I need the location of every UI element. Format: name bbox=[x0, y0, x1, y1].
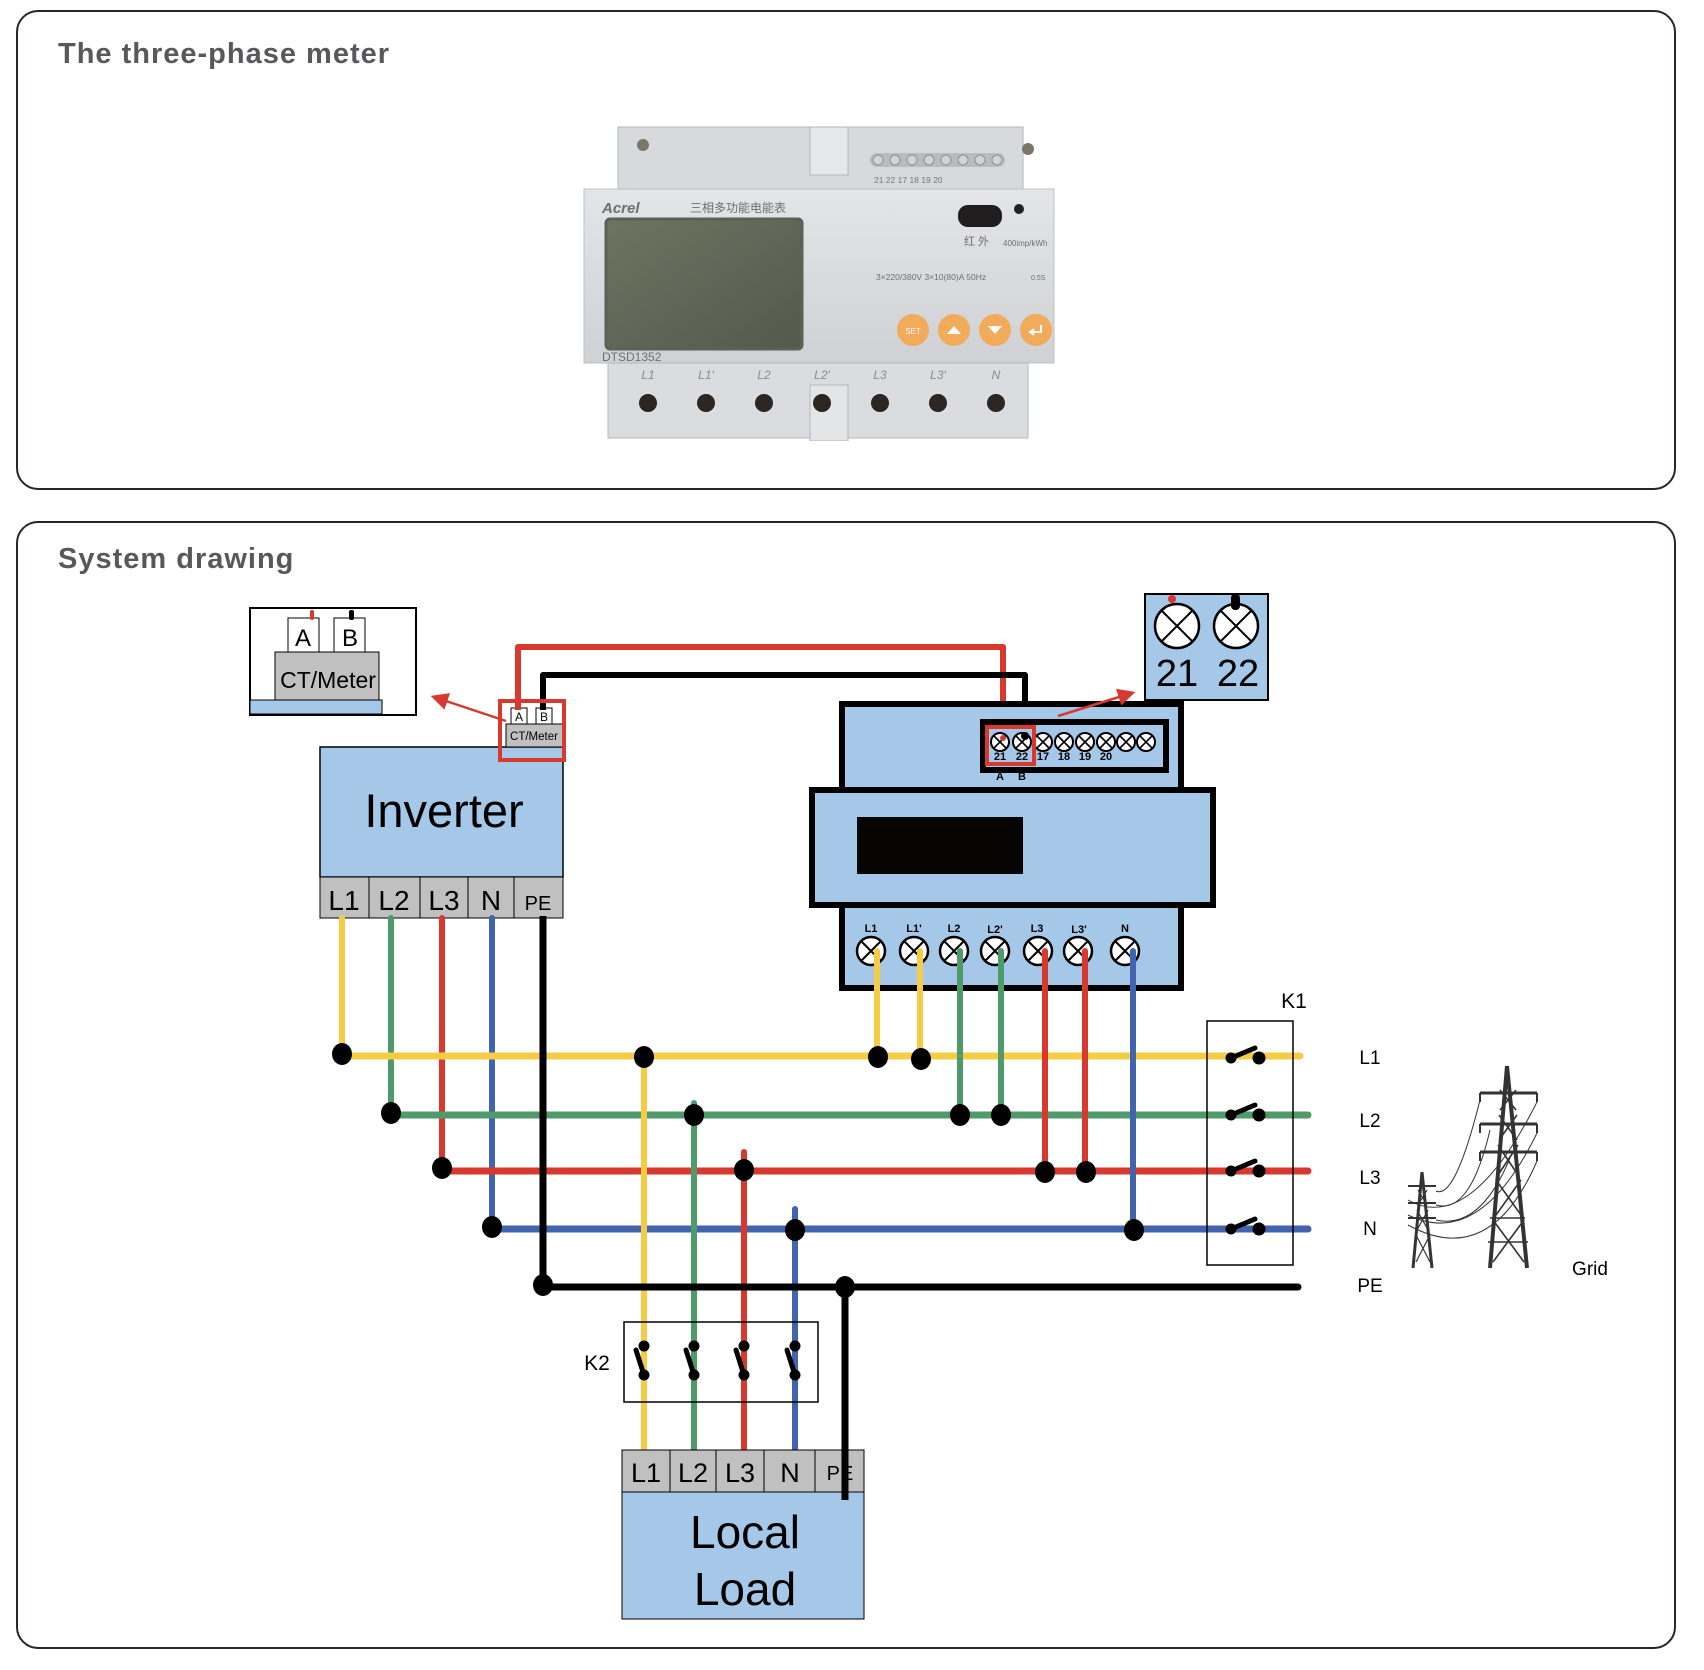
photo-pulse-constant: 400imp/kWh bbox=[1003, 239, 1047, 248]
meter-b-label: B bbox=[1018, 771, 1026, 783]
ct-module-b-label: B bbox=[540, 710, 548, 724]
meter-terminal-l2p: L2' bbox=[987, 924, 1003, 936]
svg-text:N: N bbox=[992, 368, 1001, 382]
load-terminal-pe: PE bbox=[827, 1463, 854, 1485]
k1-label: K1 bbox=[1281, 990, 1307, 1013]
k2-breaker: K2 bbox=[584, 1321, 819, 1403]
junction-dots bbox=[332, 1043, 1144, 1298]
local-load-label-line2: Load bbox=[694, 1563, 796, 1615]
inverter-terminal-l2: L2 bbox=[378, 885, 409, 916]
ct-meter-module: CT/Meter A B bbox=[505, 707, 565, 748]
inverter-terminal-n: N bbox=[481, 885, 501, 916]
inverter-terminal-l3: L3 bbox=[428, 885, 459, 916]
svg-text:SET: SET bbox=[905, 327, 921, 336]
load-terminal-l2: L2 bbox=[678, 1458, 708, 1488]
meter-terminal-l3: L3 bbox=[1031, 923, 1044, 935]
grid-label: Grid bbox=[1572, 1259, 1608, 1280]
ct-zoom-b-label: B bbox=[342, 625, 358, 652]
meter-section-title: The three-phase meter bbox=[58, 38, 391, 70]
rs485-a-wire bbox=[515, 644, 1006, 750]
local-load-label-line1: Local bbox=[690, 1506, 800, 1558]
ct-module-label: CT/Meter bbox=[510, 731, 558, 743]
photo-class: 0.5S bbox=[1031, 275, 1046, 282]
grid-label-l3: L3 bbox=[1359, 1168, 1380, 1189]
meter-a-label: A bbox=[996, 771, 1004, 783]
photo-enter-button bbox=[1020, 314, 1052, 346]
svg-text:L1: L1 bbox=[641, 368, 654, 382]
inverter-terminal-pe: PE bbox=[525, 893, 552, 915]
meter-photo: 21 22 17 18 19 20 Acrel 三相多功能电能表 DTSD135… bbox=[583, 126, 1055, 441]
grid-label-l1: L1 bbox=[1359, 1048, 1380, 1069]
photo-infrared-label: 红 外 bbox=[964, 235, 989, 248]
grid-label-pe: PE bbox=[1357, 1276, 1382, 1297]
ct-zoom-label: CT/Meter bbox=[280, 667, 376, 693]
load-terminal-l3: L3 bbox=[725, 1458, 755, 1488]
load-terminal-l1: L1 bbox=[631, 1458, 661, 1488]
k1-breaker: K1 bbox=[1206, 990, 1307, 1266]
down-arrow-icon bbox=[988, 326, 1002, 334]
meter-terminal-l3p: L3' bbox=[1071, 924, 1087, 936]
meter-terminal-n: N bbox=[1121, 923, 1129, 935]
local-load-box: L1 L2 L3 N PE Local Load bbox=[621, 1449, 865, 1620]
photo-infrared-port bbox=[958, 205, 1002, 227]
zoom-terminal-21: 21 bbox=[1156, 653, 1198, 695]
meter-terminal-22: 22 bbox=[1016, 751, 1028, 763]
inverter-terminal-strip: L1 L2 L3 N PE bbox=[319, 876, 564, 919]
load-terminal-n: N bbox=[780, 1458, 800, 1488]
meter-terminal-l1: L1 bbox=[865, 923, 878, 935]
inverter-label: Inverter bbox=[364, 784, 523, 837]
photo-top-terminal-labels: 21 22 17 18 19 20 bbox=[874, 175, 943, 185]
meter-ab-highlight-box bbox=[985, 725, 1036, 766]
ct-highlight-box bbox=[498, 699, 566, 762]
meter-display bbox=[857, 817, 1023, 874]
meter-terminal-17: 17 bbox=[1037, 751, 1049, 763]
ct-module-a-label: A bbox=[515, 710, 523, 724]
grid-label-n: N bbox=[1363, 1219, 1377, 1240]
ct-zoom-a-label: A bbox=[295, 625, 311, 652]
k2-label: K2 bbox=[584, 1352, 610, 1375]
svg-text:L2: L2 bbox=[757, 368, 771, 382]
svg-text:L3: L3 bbox=[873, 368, 887, 382]
system-section-title: System drawing bbox=[58, 543, 295, 575]
inverter-terminal-l1: L1 bbox=[328, 885, 359, 916]
enter-icon bbox=[1028, 325, 1042, 336]
photo-model-label: DTSD1352 bbox=[602, 350, 662, 364]
meter-terminal-20: 20 bbox=[1100, 751, 1112, 763]
callout-arrow bbox=[1057, 688, 1136, 718]
terminal-zoom-callout: 21 22 bbox=[1144, 593, 1269, 701]
svg-text:L2': L2' bbox=[814, 368, 830, 382]
svg-text:L1': L1' bbox=[698, 368, 714, 382]
callout-arrow bbox=[430, 693, 507, 723]
k2-switch-contacts bbox=[633, 1340, 801, 1381]
photo-product-name: 三相多功能电能表 bbox=[690, 201, 786, 215]
up-arrow-icon bbox=[947, 326, 961, 334]
photo-buttons: SET bbox=[897, 314, 1052, 346]
meter-terminal-l2: L2 bbox=[948, 923, 961, 935]
photo-bottom-terminal-labels: L1 L1' L2 L2' L3 L3' N bbox=[641, 368, 1000, 382]
meter-terminal-21: 21 bbox=[994, 751, 1006, 763]
k1-switch-contacts bbox=[1225, 1045, 1266, 1236]
meter-terminal-l1p: L1' bbox=[906, 923, 922, 935]
screw-icon bbox=[637, 139, 649, 151]
meter-terminal-18: 18 bbox=[1058, 751, 1070, 763]
wires bbox=[338, 915, 1312, 1453]
grid-line-labels: L1 L2 L3 N PE bbox=[1357, 1048, 1382, 1297]
ct-meter-zoom-callout: A B CT/Meter bbox=[249, 607, 417, 716]
meter-diagram: 21 22 17 18 19 20 A B L1 L1' L2 L2' L3 L… bbox=[809, 701, 1216, 991]
transmission-tower-icon bbox=[1407, 1065, 1538, 1269]
meter-terminal-19: 19 bbox=[1079, 751, 1091, 763]
svg-text:L3': L3' bbox=[930, 368, 946, 382]
photo-set-button bbox=[897, 314, 929, 346]
photo-pulse-led bbox=[1014, 204, 1024, 214]
photo-rating: 3×220/380V 3×10(80)A 50Hz bbox=[876, 272, 986, 282]
grid-label-l2: L2 bbox=[1359, 1111, 1380, 1132]
photo-lcd-display bbox=[604, 217, 804, 351]
photo-brand-logo: Acrel bbox=[601, 200, 640, 217]
zoom-terminal-22: 22 bbox=[1217, 653, 1259, 695]
inverter-box: Inverter L1 L2 L3 N PE bbox=[319, 746, 564, 919]
screw-icon bbox=[1022, 143, 1034, 155]
